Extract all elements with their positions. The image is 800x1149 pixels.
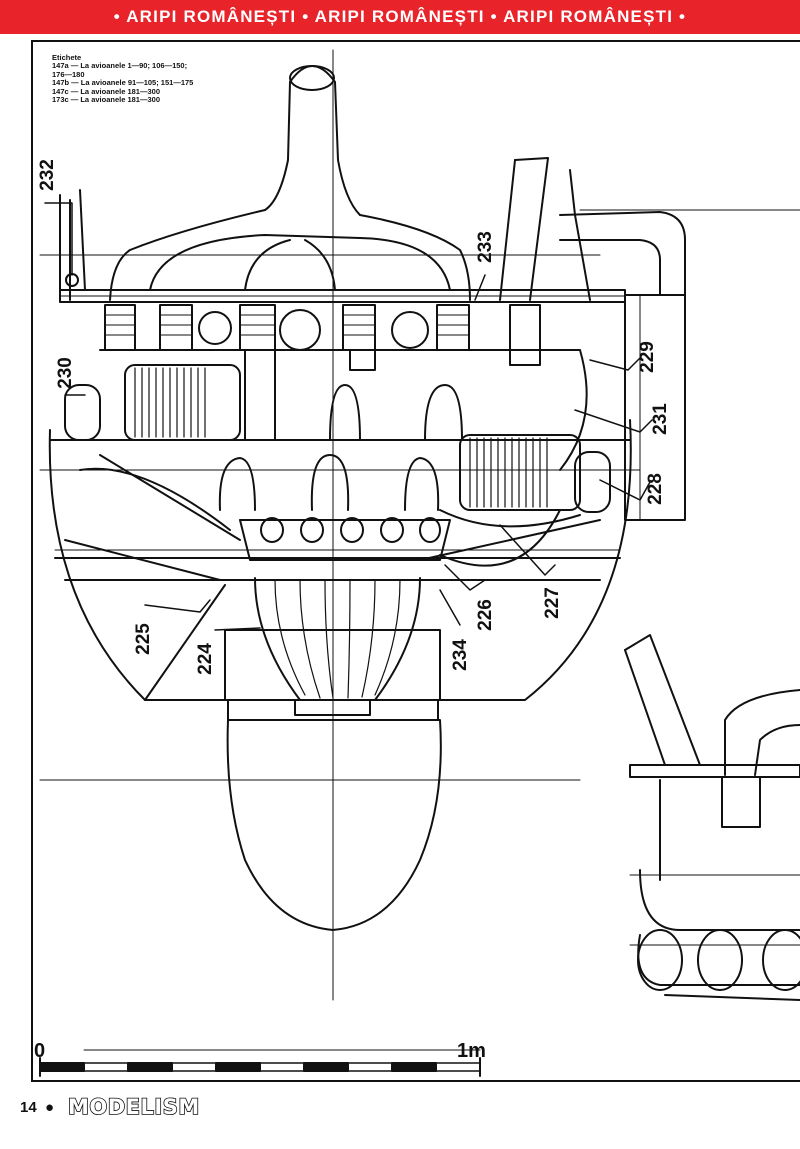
callout-229: 229	[636, 341, 658, 373]
scale-bar	[39, 1049, 481, 1077]
scale-end-label: 1m	[457, 1040, 486, 1062]
struts	[64, 454, 601, 701]
leader-lines	[44, 202, 653, 631]
legend-line: 173c — La avioanele 181—300	[52, 95, 160, 105]
callout-228: 228	[644, 473, 666, 505]
exhaust-stack	[109, 65, 471, 301]
header-banner: • ARIPI ROMÂNEȘTI • ARIPI ROMÂNEȘTI • AR…	[0, 0, 800, 34]
callout-231: 231	[649, 403, 671, 435]
callout-225: 225	[132, 623, 154, 655]
callout-230: 230	[54, 357, 76, 389]
second-view	[624, 634, 800, 1001]
page-number: 14	[20, 1099, 37, 1116]
center-lines	[39, 49, 800, 1001]
right-exhaust-pipes	[499, 157, 686, 301]
right-finned-cylinder	[459, 434, 611, 513]
legend-line: 176—180	[52, 69, 85, 79]
scale-start-label: 0	[34, 1040, 46, 1062]
gear-housing	[224, 577, 441, 721]
callout-224: 224	[194, 643, 216, 675]
magazine-logo: MODELISM	[67, 1094, 200, 1120]
engine-block	[99, 349, 588, 511]
callout-234: 234	[449, 639, 471, 671]
legend-line: 147b — La avioanele 91—105; 151—175	[52, 78, 194, 88]
spinner	[226, 719, 442, 931]
legend-line: 147c — La avioanele 181—300	[52, 86, 160, 96]
callout-232: 232	[36, 159, 58, 191]
footer-dot: ●	[45, 1099, 55, 1116]
callout-227: 227	[541, 587, 563, 619]
crankcase-vents	[239, 517, 451, 561]
left-mount	[59, 189, 86, 301]
legend: Etichete 147a — La avioanele 1—90; 106—1…	[52, 53, 194, 105]
legend-title: Etichete	[52, 53, 82, 62]
callout-233: 233	[474, 231, 496, 263]
legend-line: 147a — La avioanele 1—90; 106—150;	[52, 61, 188, 71]
banner-text: • ARIPI ROMÂNEȘTI • ARIPI ROMÂNEȘTI • AR…	[113, 7, 687, 26]
callout-226: 226	[474, 599, 496, 631]
left-finned-cylinder	[64, 364, 241, 441]
cylinder-row	[104, 304, 541, 366]
drawing-frame	[31, 40, 800, 1082]
